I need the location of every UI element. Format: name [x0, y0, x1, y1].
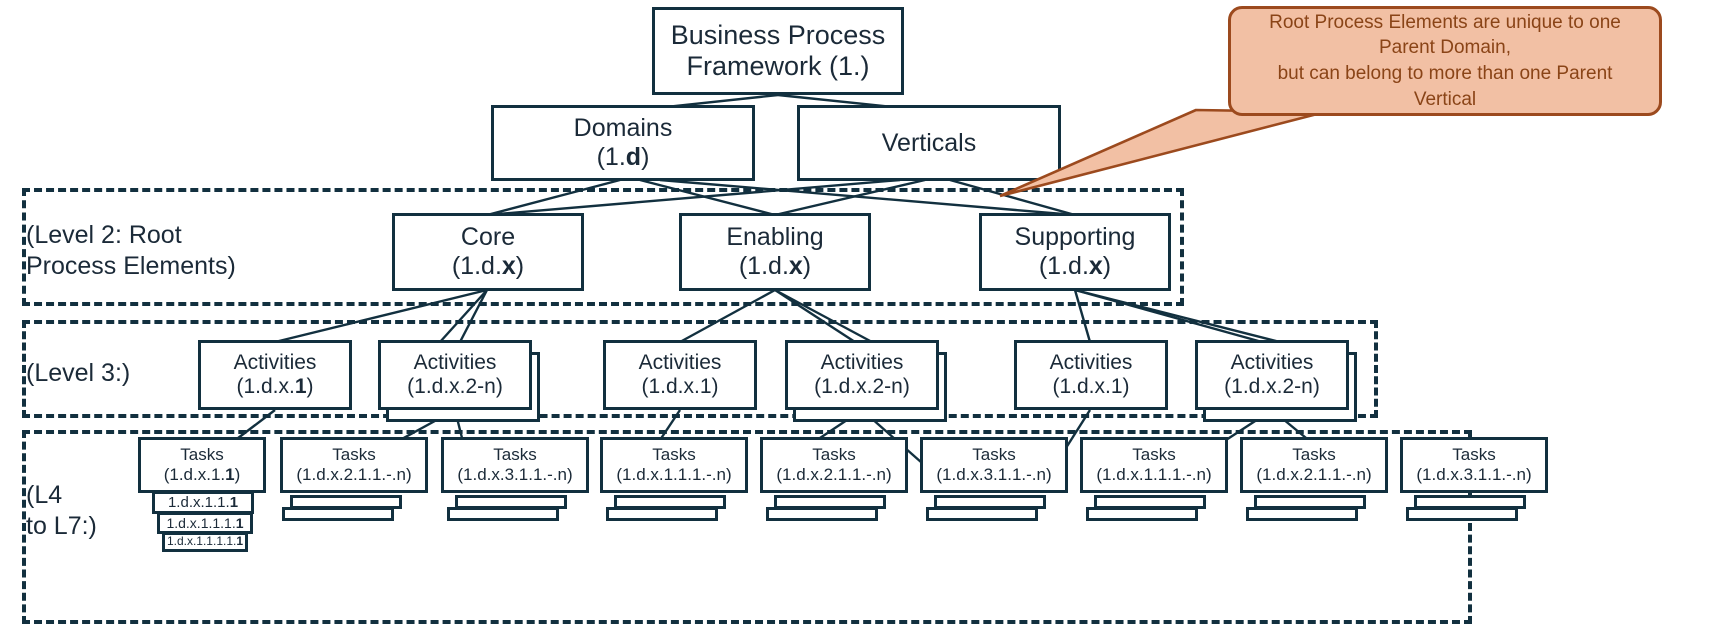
node-line1: Tasks: [1132, 445, 1176, 465]
node-line1: Business Process: [670, 19, 886, 50]
node-line1: Tasks: [652, 445, 696, 465]
node-nested-level-1[interactable]: 1.d.x.1.1.1: [152, 491, 254, 514]
node-line1: Verticals: [881, 128, 977, 157]
node-line2: (1.d.x.2.1.1.-.n): [776, 465, 892, 484]
node-supporting[interactable]: Supporting (1.d.x): [979, 213, 1171, 291]
node-line1: Activities: [1049, 350, 1133, 374]
node-line2: (1.d.x): [1038, 252, 1112, 280]
node-label: 1.d.x.1.1.1.1: [166, 514, 244, 531]
node-tasks-7-stack-b: [1086, 507, 1198, 521]
node-line1: Activities: [413, 350, 497, 374]
node-tasks-7[interactable]: Tasks (1.d.x.1.1.1.-.n): [1080, 437, 1228, 493]
node-activities-6[interactable]: Activities (1.d.x.2-n): [1195, 340, 1349, 410]
node-line2: (1.d.x): [738, 252, 812, 280]
node-enabling[interactable]: Enabling (1.d.x): [679, 213, 871, 291]
node-line2: (1.d.x.2.1.1.-.n): [1256, 465, 1372, 484]
node-tasks-2[interactable]: Tasks (1.d.x.2.1.1.-.n): [280, 437, 428, 493]
node-tasks-5[interactable]: Tasks (1.d.x.2.1.1.-.n): [760, 437, 908, 493]
node-tasks-6-stack-b: [926, 507, 1038, 521]
node-line1: Tasks: [812, 445, 856, 465]
node-tasks-9[interactable]: Tasks (1.d.x.3.1.1.-.n): [1400, 437, 1548, 493]
node-tasks-3[interactable]: Tasks (1.d.x.3.1.1.-.n): [441, 437, 589, 493]
node-tasks-2-stack-b: [282, 507, 394, 521]
node-tasks-9-stack-b: [1406, 507, 1518, 521]
group-label-level3: (Level 3:): [26, 359, 131, 387]
group-level3: [22, 320, 1378, 418]
node-tasks-1[interactable]: Tasks (1.d.x.1.1): [138, 437, 266, 493]
node-line2: (1.d.x.1): [1052, 375, 1130, 398]
node-line1: Activities: [638, 350, 722, 374]
group-level2: [22, 188, 1184, 306]
node-tasks-4-stack-b: [606, 507, 718, 521]
node-business-process-framework[interactable]: Business Process Framework (1.): [652, 7, 904, 95]
node-line1: Tasks: [1292, 445, 1336, 465]
node-nested-level-2[interactable]: 1.d.x.1.1.1.1: [157, 512, 253, 534]
node-tasks-3-stack-b: [447, 507, 559, 521]
node-domains[interactable]: Domains (1.d): [491, 105, 755, 181]
node-line2: (1.d.x.1.1.1.-.n): [616, 465, 732, 484]
node-line1: Tasks: [493, 445, 537, 465]
node-label: 1.d.x.1.1.1.1.1: [166, 534, 244, 549]
node-line2: (1.d.x.1.1): [163, 465, 241, 484]
node-line2: Framework (1.): [686, 51, 870, 81]
node-nested-level-3[interactable]: 1.d.x.1.1.1.1.1: [162, 532, 248, 552]
node-verticals[interactable]: Verticals: [797, 105, 1061, 181]
node-activities-1[interactable]: Activities (1.d.x.1): [198, 340, 352, 410]
node-line2: (1.d.x): [451, 252, 525, 280]
node-line1: Tasks: [180, 445, 224, 465]
node-activities-2[interactable]: Activities (1.d.x.2-n): [378, 340, 532, 410]
node-tasks-4[interactable]: Tasks (1.d.x.1.1.1.-.n): [600, 437, 748, 493]
node-line1: Tasks: [332, 445, 376, 465]
node-activities-5[interactable]: Activities (1.d.x.1): [1014, 340, 1168, 410]
node-line2: (1.d.x.2-n): [407, 375, 503, 398]
node-line1: Supporting: [1014, 223, 1136, 252]
node-line2: (1.d.x.3.1.1.-.n): [457, 465, 573, 484]
node-activities-3[interactable]: Activities (1.d.x.1): [603, 340, 757, 410]
node-tasks-8-stack-b: [1246, 507, 1358, 521]
node-tasks-5-stack-b: [766, 507, 878, 521]
node-line1: Tasks: [1452, 445, 1496, 465]
node-line1: Tasks: [972, 445, 1016, 465]
callout-note: Root Process Elements are unique to one …: [1228, 6, 1662, 116]
node-line2: (1.d.x.1): [236, 375, 314, 398]
node-line2: (1.d.x.3.1.1.-.n): [936, 465, 1052, 484]
node-line2: (1.d): [596, 143, 650, 171]
group-label-level2: (Level 2: Root Process Elements): [26, 221, 236, 281]
node-line1: Activities: [820, 350, 904, 374]
node-line2: (1.d.x.1): [641, 375, 719, 398]
node-line1: Core: [460, 223, 516, 252]
node-line2: (1.d.x.2.1.1.-.n): [296, 465, 412, 484]
node-line1: Domains: [573, 114, 673, 143]
group-label-level4: (L4 to L7:): [26, 481, 97, 541]
node-label: 1.d.x.1.1.1: [167, 493, 239, 511]
node-line1: Enabling: [726, 223, 824, 252]
node-line2: (1.d.x.3.1.1.-.n): [1416, 465, 1532, 484]
node-activities-4[interactable]: Activities (1.d.x.2-n): [785, 340, 939, 410]
node-core[interactable]: Core (1.d.x): [392, 213, 584, 291]
node-tasks-6[interactable]: Tasks (1.d.x.3.1.1.-.n): [920, 437, 1068, 493]
node-line2: (1.d.x.1.1.1.-.n): [1096, 465, 1212, 484]
node-line2: (1.d.x.2-n): [814, 375, 910, 398]
node-tasks-8[interactable]: Tasks (1.d.x.2.1.1.-.n): [1240, 437, 1388, 493]
node-line2: (1.d.x.2-n): [1224, 375, 1320, 398]
node-line1: Activities: [233, 350, 317, 374]
node-line1: Activities: [1230, 350, 1314, 374]
group-level4: [22, 430, 1472, 624]
